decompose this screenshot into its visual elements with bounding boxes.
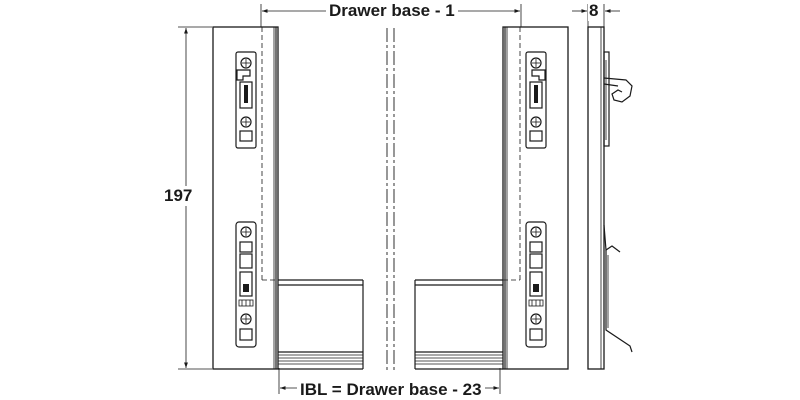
panel-thickness-label: 8 xyxy=(588,1,600,21)
internal-length-label: IBL = Drawer base - 23 xyxy=(297,380,485,400)
right-bottom-profile xyxy=(414,279,503,370)
left-lower-fitting xyxy=(235,221,257,348)
left-drawer-side xyxy=(212,26,364,370)
height-label: 197 xyxy=(163,186,194,206)
right-upper-fitting xyxy=(525,51,547,149)
right-drawer-side xyxy=(414,26,569,370)
right-lower-fitting xyxy=(525,221,547,348)
left-bottom-profile xyxy=(278,279,364,370)
break-lines xyxy=(386,28,395,372)
drawer-base-width-label: Drawer base - 1 xyxy=(326,1,458,21)
side-profile-view xyxy=(587,26,633,370)
left-upper-fitting xyxy=(235,51,257,149)
